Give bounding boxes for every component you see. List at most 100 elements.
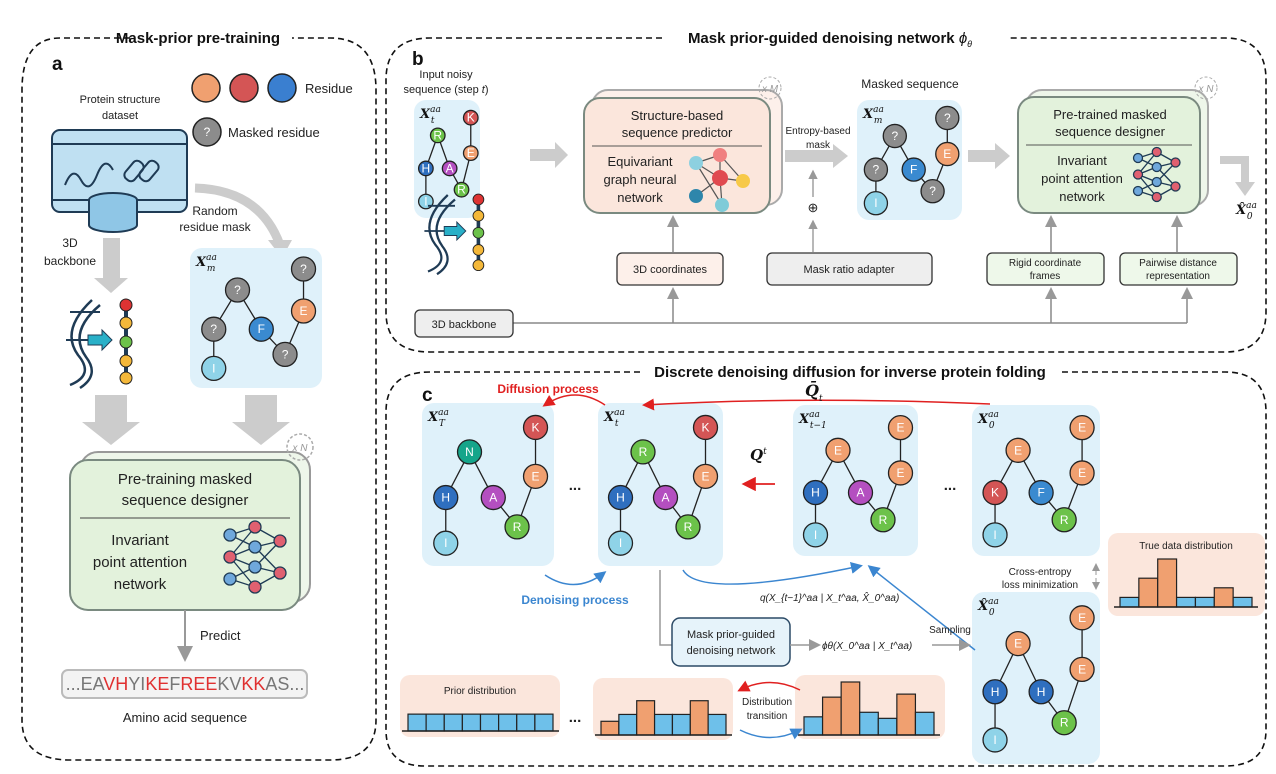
nn-node [1170, 157, 1181, 168]
histogram-bar [1138, 577, 1159, 608]
histogram-bar [1232, 596, 1253, 608]
cross-entropy-label: loss minimization [1002, 580, 1078, 591]
designer-title: sequence designer [1055, 124, 1166, 139]
histogram-bar [1157, 558, 1178, 608]
backbone-icon [424, 193, 485, 276]
histogram-bar [896, 693, 917, 736]
residue-node [1069, 656, 1095, 683]
residue-letter: H [616, 491, 625, 505]
residue-letter: H [422, 161, 431, 175]
residue-letter: K [532, 420, 540, 434]
nn-node [1132, 185, 1144, 197]
sequence-segment: VH [103, 674, 128, 694]
histogram-bar [840, 681, 861, 736]
residue-node [982, 522, 1008, 548]
residue-node [675, 514, 701, 540]
residue-node [870, 507, 896, 533]
mask-arrow [194, 183, 285, 247]
residue-node [825, 437, 851, 463]
backbone-label: 3D [62, 236, 78, 250]
residue-node [201, 316, 227, 342]
residue-letter: E [896, 421, 904, 435]
designer-title: sequence designer [122, 492, 249, 509]
sequence-segment: KV [217, 674, 241, 694]
histogram-bar [859, 711, 879, 736]
residue-letter: R [433, 128, 442, 142]
residue-node [935, 141, 960, 167]
backbone-label: backbone [44, 254, 96, 268]
residue-letter: ? [944, 111, 951, 125]
residue-letter: ? [891, 129, 898, 143]
histogram-bar [516, 713, 536, 732]
residue-letter: ? [234, 283, 241, 297]
residue-letter: E [701, 469, 709, 483]
repeat-label: x N [292, 443, 309, 454]
residue-node [863, 190, 889, 216]
residue-letter: F [910, 163, 917, 177]
nn-node [223, 572, 237, 586]
residue-letter: I [444, 536, 447, 550]
mask-label: residue mask [179, 220, 251, 234]
residue-letter: I [814, 528, 817, 542]
residue-letter: R [1060, 513, 1069, 527]
residue-letter: E [467, 146, 475, 160]
designer-sub: network [1059, 189, 1105, 204]
sequence-segment: REE [180, 674, 217, 694]
coords-box [616, 252, 724, 286]
denoising-network-box[interactable] [671, 617, 791, 667]
residue-node [1069, 460, 1095, 486]
panel-a: Mask-prior pre-training a Residue ? Mask… [21, 30, 377, 761]
masked-swatch [192, 117, 222, 147]
denoising-label: Denoising process [521, 593, 629, 607]
diffusion-arrow [542, 394, 606, 407]
residue-node [1028, 679, 1054, 705]
network-connector [659, 570, 672, 646]
histogram-bar [1194, 596, 1215, 608]
transition-arrow-red [737, 680, 801, 692]
masked-sequence-label: Masked sequence [861, 77, 959, 91]
residue-node [1005, 630, 1031, 657]
residue-letter: E [896, 466, 904, 480]
residue-node [290, 298, 317, 324]
residue-node [901, 157, 926, 182]
residue-node [441, 160, 458, 177]
residue-letter: ? [210, 322, 217, 336]
residue-letter: H [1037, 685, 1046, 699]
residue-letter: R [684, 520, 693, 534]
qt-label: Qt [750, 446, 767, 464]
residue-letter: R [513, 520, 522, 534]
dataset-label: dataset [102, 110, 138, 122]
posterior-arrow [682, 562, 863, 585]
legend: Residue ? Masked residue [191, 73, 353, 147]
residue-letter: K [467, 111, 475, 125]
residue-node [1005, 437, 1031, 463]
designer-sub: network [114, 576, 167, 593]
intermediate-distribution-histogram [595, 700, 732, 736]
diffusion-label: Diffusion process [497, 382, 599, 396]
posterior-formula: q(X_{t−1}^aa | X_t^aa, X̂_0^aa) [760, 590, 899, 604]
residue-node [248, 316, 274, 342]
pairwise-label: representation [1146, 271, 1210, 282]
denoising-arrow [544, 571, 607, 586]
nn-node [1132, 152, 1144, 164]
residue-letter: R [639, 445, 648, 459]
designer-title: Pre-training masked [118, 471, 252, 488]
true-distribution-histogram [1114, 558, 1258, 608]
mask-label: Random [192, 204, 237, 218]
residue-node [504, 514, 530, 540]
histogram-bar [689, 700, 709, 736]
nn-node [1151, 191, 1162, 203]
histogram-bar [443, 713, 463, 732]
residue-node [272, 341, 298, 368]
repeat-icon [1194, 76, 1218, 100]
histogram-bar [653, 713, 674, 736]
residue-letter: ? [282, 347, 289, 361]
residue-node [224, 277, 251, 303]
amino-acid-sequence: ...EAVHYIKEFREEKVKKAS... [66, 674, 305, 694]
residue-letter: ? [929, 184, 936, 198]
histogram-bar [1213, 587, 1234, 608]
